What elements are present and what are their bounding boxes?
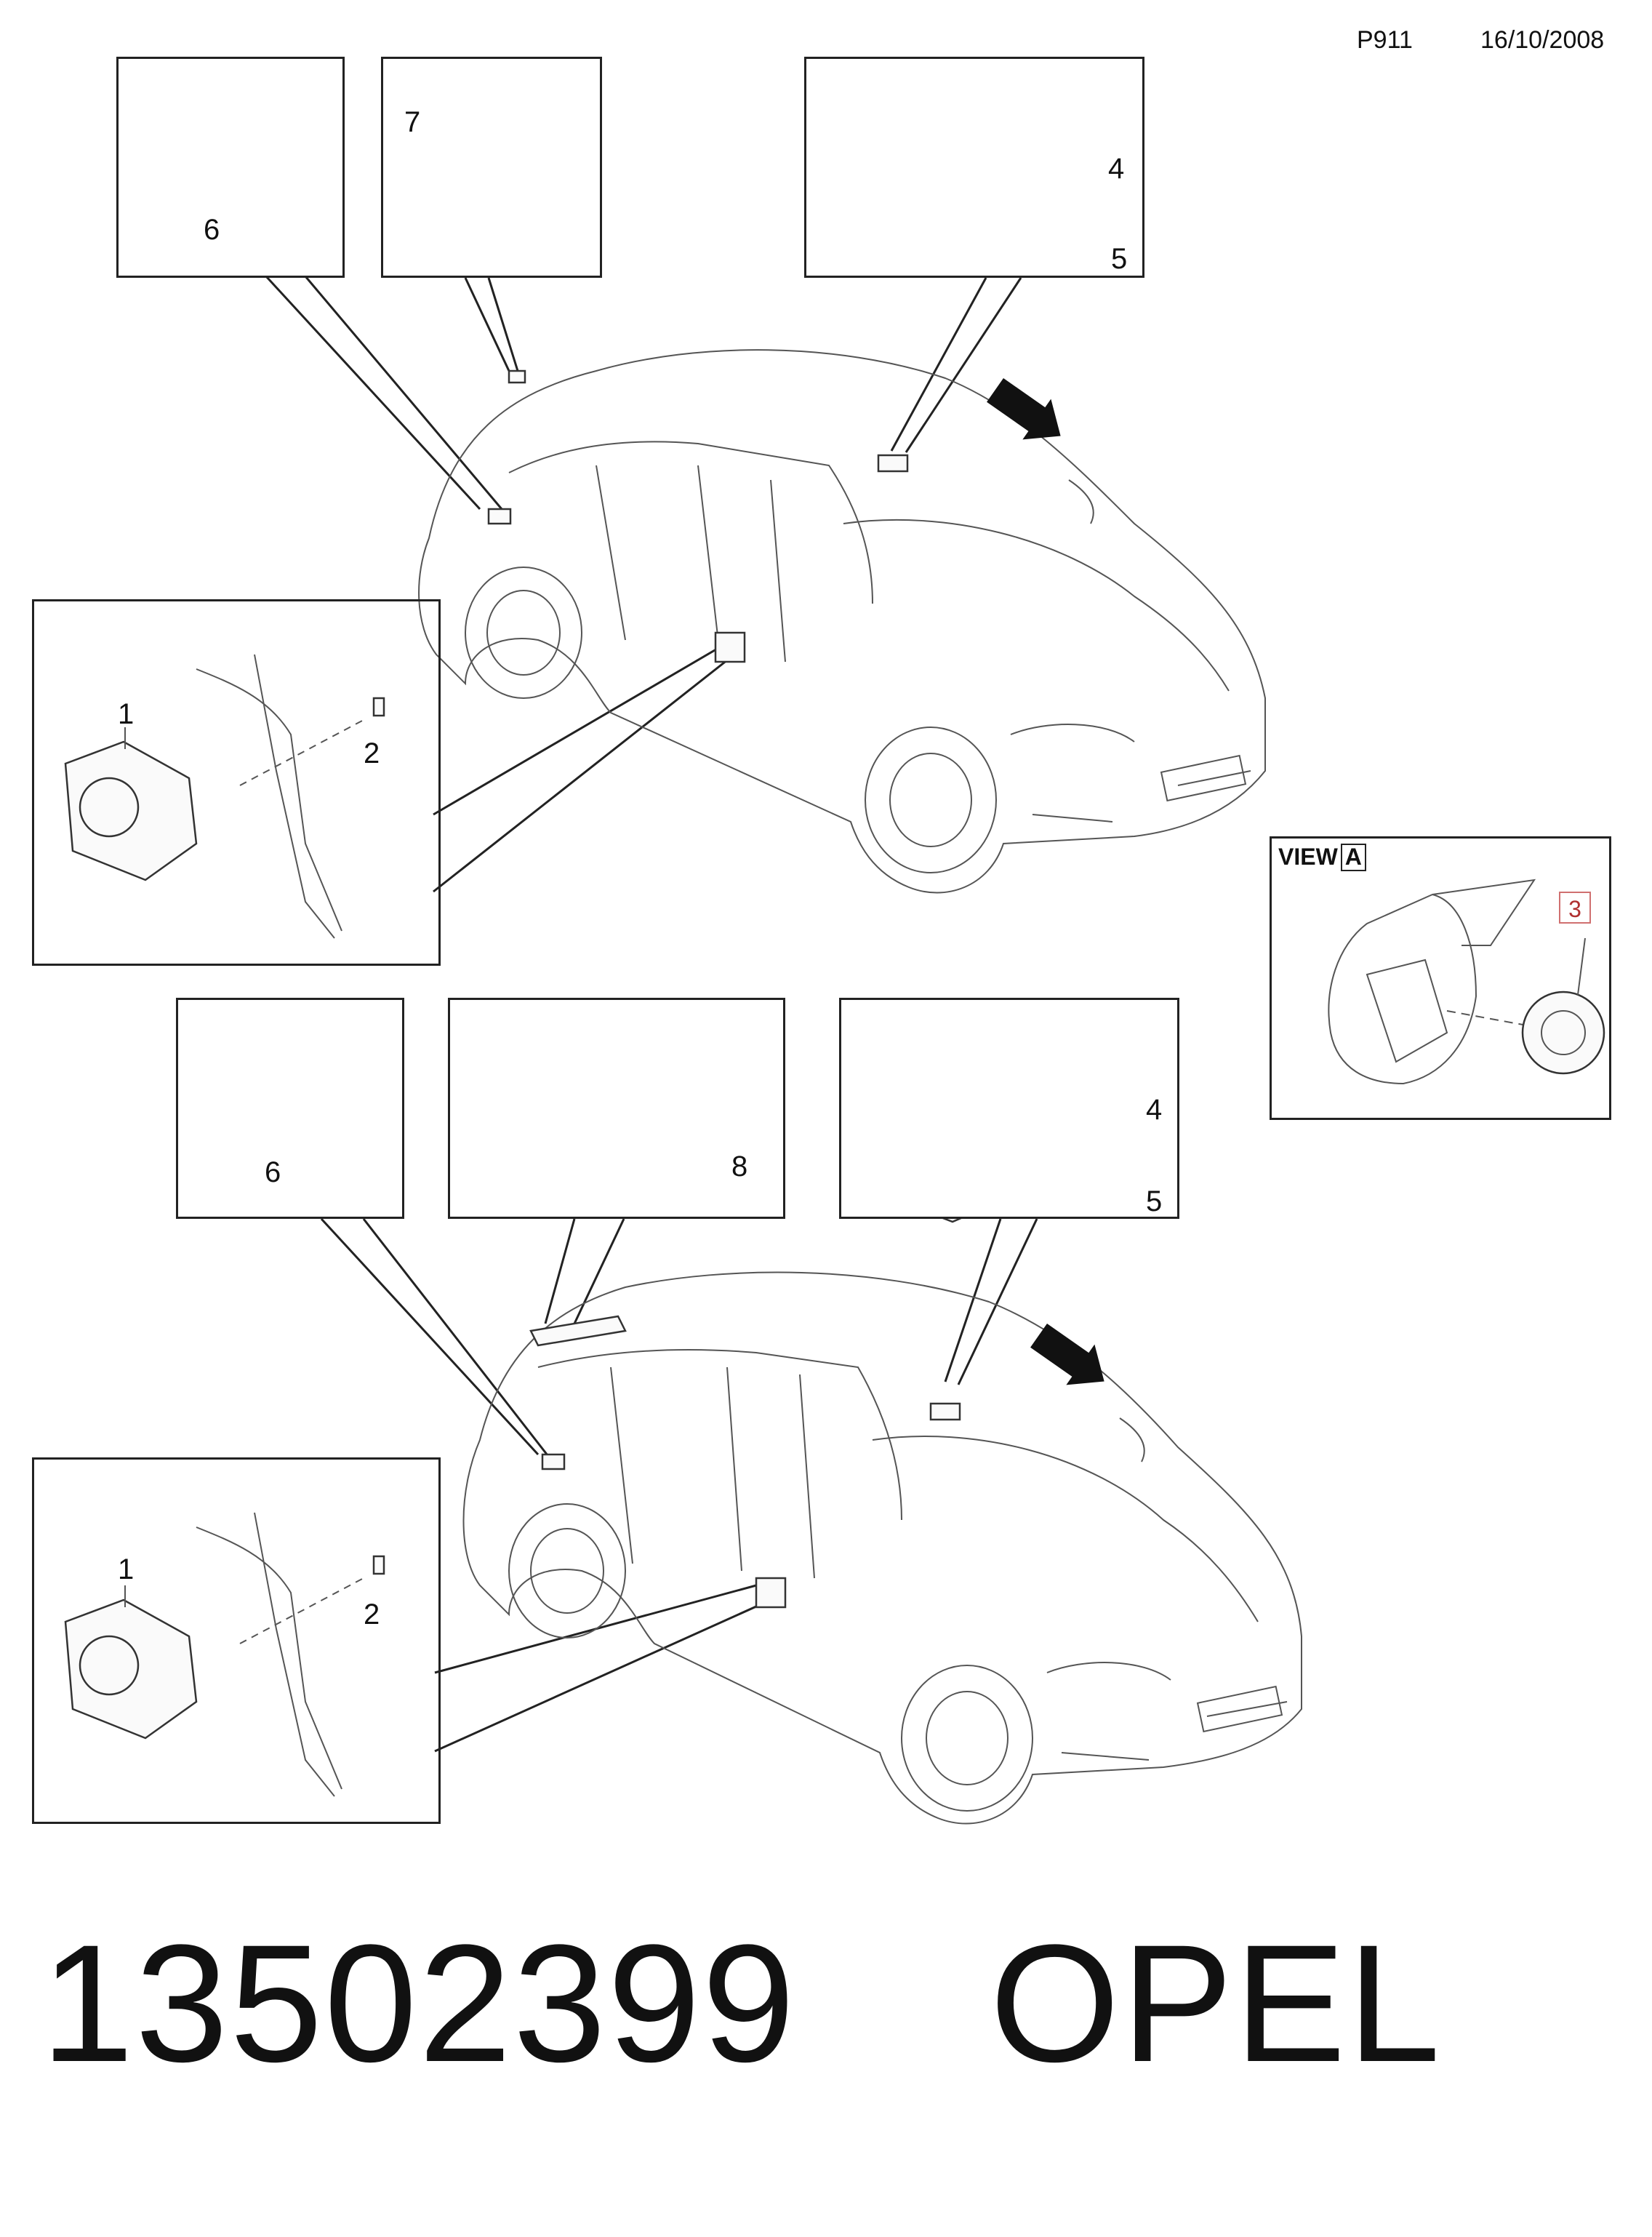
wagon-callout-1: 1 (118, 1553, 135, 1585)
page-code: P911 (1357, 26, 1413, 54)
diagram-date: 16/10/2008 (1480, 26, 1605, 54)
sedan-callout-5: 5 (1111, 243, 1128, 275)
footer-part-number: 13502399 (41, 1910, 797, 2097)
sedan-callout-4: 4 (1108, 153, 1125, 185)
sedan-callout-2: 2 (364, 737, 380, 769)
view-a-title-text: VIEW (1278, 844, 1338, 870)
wagon-box-mirror-motor (839, 998, 1179, 1219)
sedan-callout-7: 7 (404, 106, 421, 138)
sedan-box-roof-connector (381, 57, 602, 278)
view-a-letter: A (1340, 844, 1366, 871)
sedan-callout-1: 1 (118, 698, 135, 730)
wagon-callout-2: 2 (364, 1598, 380, 1630)
sedan-box-mirror-motor (804, 57, 1144, 278)
wagon-car-outline (462, 1271, 1302, 1825)
wagon-callout-8: 8 (731, 1150, 748, 1182)
wagon-box-window-motor (32, 1457, 441, 1824)
wagon-callout-5: 5 (1146, 1185, 1163, 1217)
wagon-box-seat-module (176, 998, 404, 1219)
mirror-part-3-label[interactable]: 3 (1559, 892, 1591, 924)
sedan-view-arrow (987, 378, 1061, 440)
view-a-detail-box (1270, 836, 1611, 1120)
footer-title: 13502399 OPEL (41, 1920, 1442, 2087)
sedan-box-window-motor (32, 599, 441, 966)
wagon-callout-6: 6 (265, 1156, 281, 1188)
sedan-box-seat-module (116, 57, 345, 278)
footer-brand: OPEL (990, 1910, 1442, 2097)
wagon-view-arrow (1030, 1324, 1104, 1385)
sedan-car-outline (418, 349, 1266, 894)
sedan-callout-6: 6 (204, 214, 220, 246)
sedan-leader-lines (265, 275, 1022, 893)
sedan-window-motor-1-drawing (64, 654, 385, 939)
mirror-detail-drawing (1328, 879, 1605, 1085)
wagon-window-motor-1-drawing (64, 1512, 385, 1797)
wagon-box-harness (448, 998, 785, 1219)
wagon-callout-4: 4 (1146, 1094, 1163, 1126)
